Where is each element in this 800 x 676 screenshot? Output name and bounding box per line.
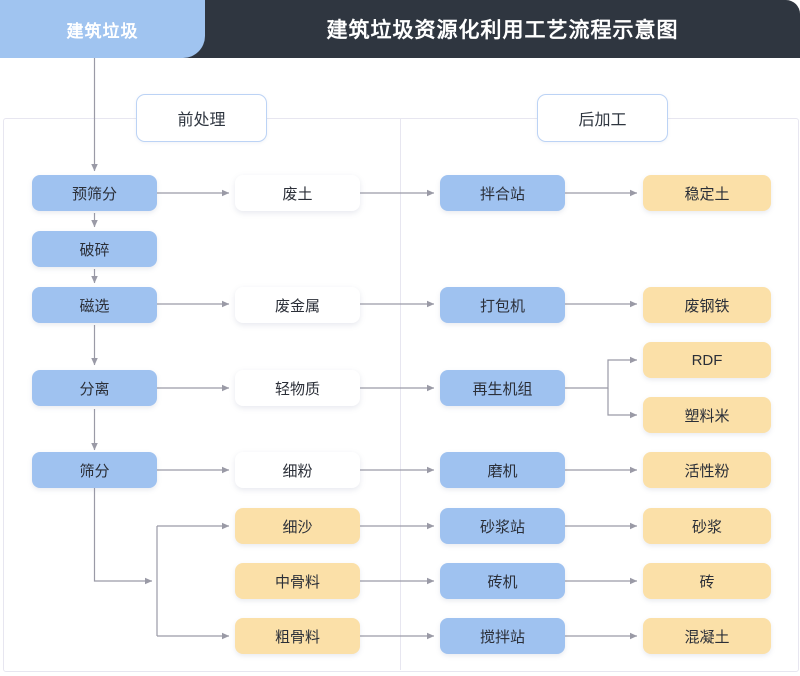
node-screening[interactable]: 筛分 — [32, 452, 157, 488]
node-crushing[interactable]: 破碎 — [32, 231, 157, 267]
node-plastic-pellets[interactable]: 塑料米 — [643, 397, 771, 433]
node-mixing-station[interactable]: 拌合站 — [440, 175, 565, 211]
node-medium-aggregate[interactable]: 中骨料 — [235, 563, 360, 599]
node-waste-soil[interactable]: 废土 — [235, 175, 360, 211]
section-divider — [400, 118, 401, 670]
node-stabilized-soil[interactable]: 稳定土 — [643, 175, 771, 211]
node-concrete[interactable]: 混凝土 — [643, 618, 771, 654]
node-mortar-station[interactable]: 砂浆站 — [440, 508, 565, 544]
node-light-material[interactable]: 轻物质 — [235, 370, 360, 406]
node-magnetic-separation[interactable]: 磁选 — [32, 287, 157, 323]
node-separation[interactable]: 分离 — [32, 370, 157, 406]
header-tab-construction-waste[interactable]: 建筑垃圾 — [0, 0, 205, 58]
node-scrap-steel[interactable]: 废钢铁 — [643, 287, 771, 323]
node-mortar[interactable]: 砂浆 — [643, 508, 771, 544]
node-fine-powder[interactable]: 细粉 — [235, 452, 360, 488]
node-grinder[interactable]: 磨机 — [440, 452, 565, 488]
node-brick-machine[interactable]: 砖机 — [440, 563, 565, 599]
node-rdf[interactable]: RDF — [643, 342, 771, 378]
node-coarse-aggregate[interactable]: 粗骨料 — [235, 618, 360, 654]
node-brick[interactable]: 砖 — [643, 563, 771, 599]
page-title: 建筑垃圾资源化利用工艺流程示意图 — [326, 19, 679, 42]
node-active-powder[interactable]: 活性粉 — [643, 452, 771, 488]
node-concrete-station[interactable]: 搅拌站 — [440, 618, 565, 654]
node-baler[interactable]: 打包机 — [440, 287, 565, 323]
node-waste-metal[interactable]: 废金属 — [235, 287, 360, 323]
section-label-post-process: 后加工 — [537, 94, 668, 142]
section-label-pre-process: 前处理 — [136, 94, 267, 142]
node-fine-sand[interactable]: 细沙 — [235, 508, 360, 544]
node-pre-screening[interactable]: 预筛分 — [32, 175, 157, 211]
node-regeneration-unit[interactable]: 再生机组 — [440, 370, 565, 406]
